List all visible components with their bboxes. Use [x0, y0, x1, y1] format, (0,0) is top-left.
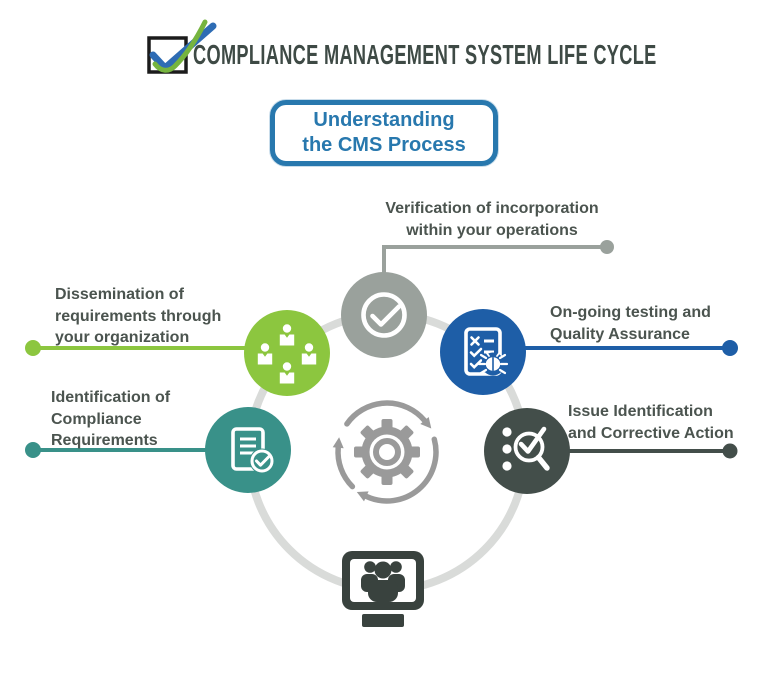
- monitor-people-icon: [342, 551, 424, 627]
- person-head: [374, 561, 392, 579]
- person-head: [364, 561, 376, 573]
- node-circle: [341, 272, 427, 358]
- page-title: COMPLIANCE MANAGEMENT SYSTEM LIFE CYCLE: [193, 39, 657, 70]
- double-checkmark-box-icon: [147, 19, 217, 74]
- person-body: [368, 580, 398, 602]
- label-identification: Identification of Compliance Requirement…: [51, 389, 171, 449]
- connector-dot: [25, 340, 41, 356]
- rotation-arrows-icon: [335, 400, 439, 504]
- magnifier-check-icon: [502, 426, 550, 471]
- node-dissemination: [244, 310, 330, 396]
- arrowheads: [332, 417, 432, 502]
- connector-dot: [600, 240, 614, 254]
- connector-dot: [722, 443, 738, 459]
- document-check-icon: [231, 427, 275, 474]
- subtitle-box: Understanding the CMS Process: [270, 100, 498, 166]
- checklist-bug-icon: [464, 327, 509, 376]
- label-dissemination: Dissemination of requirements through yo…: [55, 286, 222, 346]
- logo-green-swoosh: [152, 19, 208, 73]
- connector-dot: [25, 442, 41, 458]
- node-identification: [205, 407, 291, 493]
- label-verification: Verification of incorporation within you…: [385, 200, 599, 239]
- node-circle: [244, 310, 330, 396]
- connector-dot: [722, 340, 738, 356]
- label-issue: Issue Identification and Corrective Acti…: [568, 403, 734, 442]
- node-circle: [440, 309, 526, 395]
- node-circle: [205, 407, 291, 493]
- connector-verification: [382, 240, 614, 295]
- label-testing: On-going testing and Quality Assurance: [550, 304, 711, 343]
- bug-legs: [477, 351, 509, 375]
- subtitle-text: Understanding the CMS Process: [302, 109, 466, 156]
- check-circle-icon: [361, 292, 407, 338]
- node-issue: [484, 408, 570, 494]
- person-head: [390, 561, 402, 573]
- node-verification: [341, 272, 427, 358]
- gear-rotation-icon: [332, 400, 439, 504]
- monitor-stand: [362, 614, 404, 627]
- node-testing: [440, 309, 526, 395]
- people-network-icon: [257, 324, 317, 384]
- connector-line: [382, 245, 607, 295]
